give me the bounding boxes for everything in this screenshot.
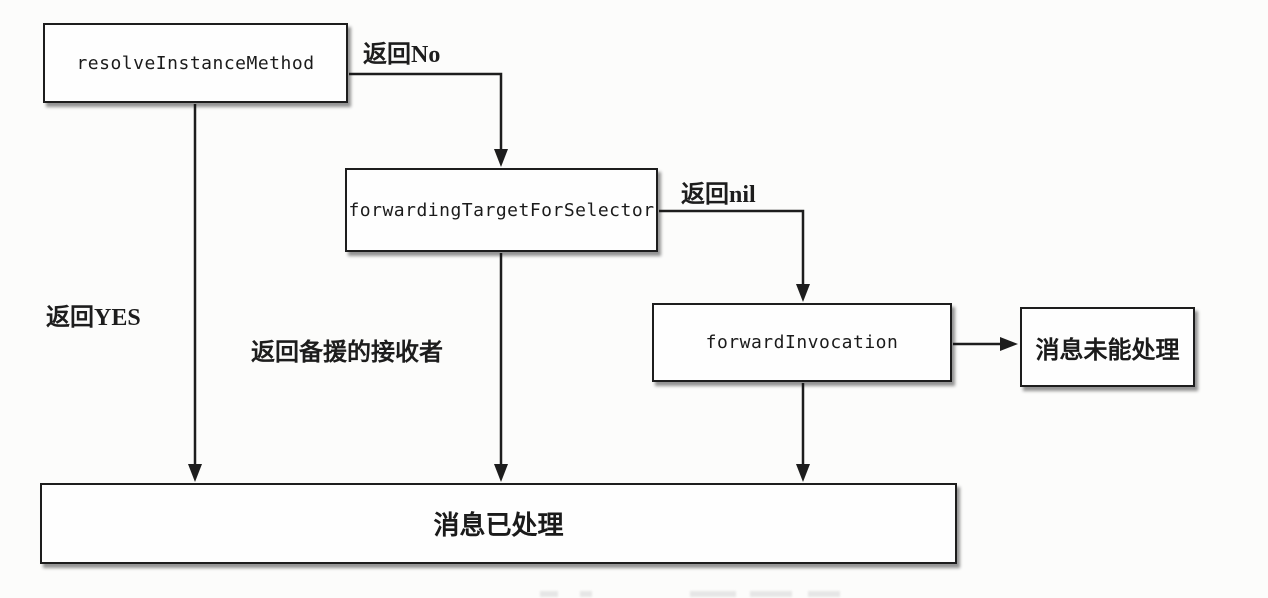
edge-label-return-nil: 返回nil	[681, 182, 756, 208]
node-forwarding-target-for-selector: forwardingTargetForSelector	[345, 168, 658, 252]
cropped-caption-remnant	[540, 591, 890, 597]
node-resolve-instance-method: resolveInstanceMethod	[43, 23, 348, 103]
arrowhead-yes-to-handled	[188, 464, 202, 482]
edge-label-return-yes: 返回YES	[46, 305, 141, 331]
arrowhead-to-unhandled	[1000, 337, 1018, 351]
node-message-unhandled: 消息未能处理	[1020, 307, 1195, 387]
edge-label-return-backup-receiver: 返回备援的接收者	[251, 340, 443, 366]
edge-label-return-no: 返回No	[363, 42, 441, 68]
edge-return-no-line	[349, 72, 503, 150]
arrowhead-backup-to-handled	[494, 464, 508, 482]
arrowhead-to-forwarding-target	[494, 149, 508, 167]
arrowhead-to-forward-invocation	[796, 284, 810, 302]
arrowhead-invocation-to-handled	[796, 464, 810, 482]
node-forward-invocation: forwardInvocation	[652, 303, 952, 382]
edge-return-nil-line	[659, 209, 805, 285]
node-message-handled: 消息已处理	[40, 483, 957, 564]
